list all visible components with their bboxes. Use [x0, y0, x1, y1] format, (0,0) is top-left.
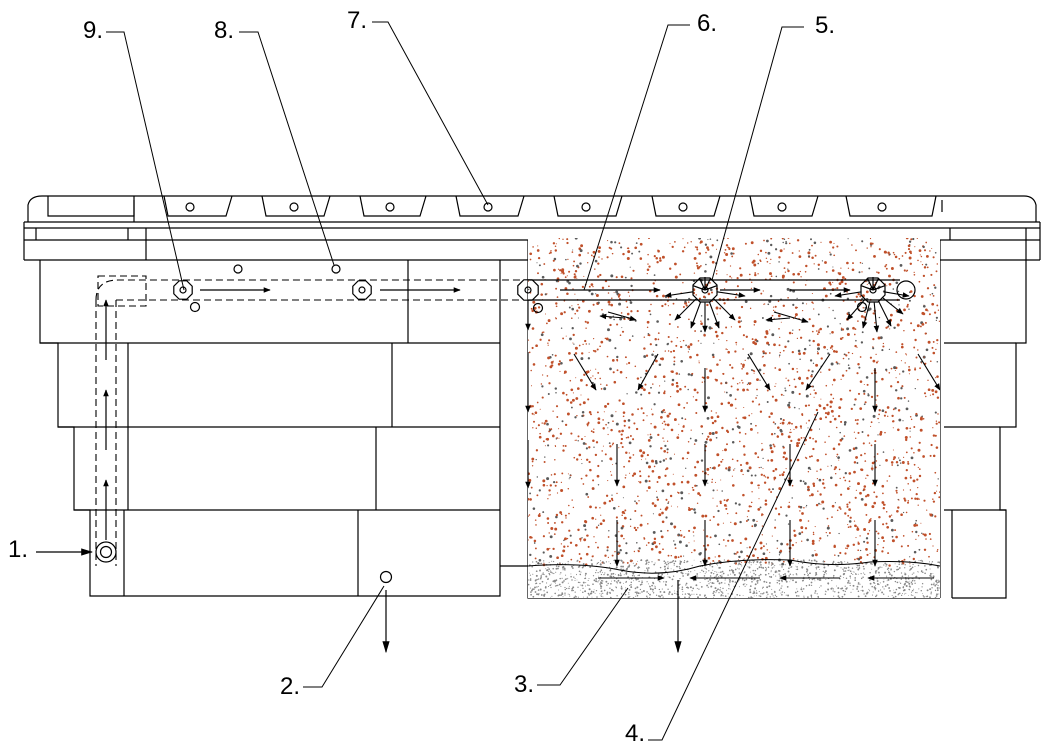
nozzle-spoke [698, 277, 706, 291]
leader-lines [106, 21, 819, 741]
nozzle-icon [692, 277, 718, 303]
spray-arrow [765, 316, 791, 323]
nozzle-drop [532, 302, 544, 314]
distribution-pipe [528, 279, 916, 301]
nozzle-body [173, 280, 193, 300]
nozzle-spoke [866, 277, 874, 291]
nozzle-center [524, 286, 532, 294]
spray-arrow [873, 302, 880, 333]
nozzle-drop [189, 301, 201, 313]
nozzle-body [517, 279, 539, 301]
leader-2 [303, 585, 385, 688]
flow-arrow [917, 353, 941, 391]
nozzle-body [860, 277, 886, 303]
inlet-riser-pipe [95, 275, 520, 566]
spray-arrow [674, 298, 697, 321]
callout-8: 8. [214, 17, 235, 44]
leader-7 [372, 21, 489, 206]
lid-hole [483, 202, 493, 212]
nozzle-icon [517, 279, 539, 301]
spray-arrow [881, 296, 904, 315]
upper-outlet-left [233, 264, 243, 274]
spray-arrow [861, 301, 871, 329]
nozzle-spoke [704, 277, 712, 291]
upper-outlet-8 [331, 264, 341, 274]
leader-5 [711, 26, 804, 281]
spray-arrow [690, 301, 702, 329]
callout-4: 4. [625, 720, 646, 747]
nozzle-icon [860, 277, 886, 303]
callout-2: 2. [280, 673, 301, 700]
lid-hole [289, 202, 299, 212]
spray-arrow [716, 291, 746, 298]
flow-arrow [573, 353, 597, 391]
nozzle-spoke [872, 285, 886, 291]
nozzle-icon [352, 280, 372, 300]
lid-hole [385, 202, 395, 212]
inlet-fitting [95, 541, 117, 563]
nozzle-spoke [704, 285, 718, 291]
filter-media [528, 238, 940, 598]
spray-arrow [599, 313, 626, 320]
spray-arrow [708, 301, 720, 329]
lid-hole [581, 202, 591, 212]
callout-1: 1. [8, 536, 29, 563]
spray-arrow [664, 291, 694, 298]
nozzle-spoke [872, 277, 880, 291]
callout-6: 6. [697, 10, 718, 37]
leader-3 [537, 587, 629, 686]
cover-notches [47, 195, 937, 217]
flow-arrow [747, 353, 771, 391]
spray-arrow [883, 291, 910, 298]
nozzle-center [358, 286, 366, 294]
nozzle-body [692, 277, 718, 303]
flow-arrow [805, 353, 831, 391]
spray-arrow [607, 311, 637, 321]
media-flow-arrows [525, 291, 941, 654]
nozzle-spoke [692, 285, 706, 291]
spray-arrow [877, 300, 892, 327]
spray-arrow [713, 298, 736, 321]
leader-4 [648, 411, 819, 741]
leader-6 [583, 24, 690, 291]
spray-arrow [846, 298, 866, 321]
callout-9: 9. [83, 17, 104, 44]
lid-hole [877, 202, 887, 212]
flow-arrow [637, 353, 659, 391]
lid-hole [185, 202, 195, 212]
nozzle-body [352, 280, 372, 300]
drain-outlet [379, 570, 393, 584]
lid-hole [678, 202, 688, 212]
callout-5: 5. [815, 12, 836, 39]
leader-8 [239, 31, 335, 266]
spray-arrow [773, 311, 809, 323]
leader-9 [106, 31, 185, 291]
cover-lid [23, 195, 1041, 261]
left-chamber [39, 260, 528, 597]
lid-hole [777, 202, 787, 212]
callout-7: 7. [347, 7, 368, 34]
nozzle-spoke [860, 285, 874, 291]
lid-holes [185, 202, 887, 212]
nozzles [173, 277, 886, 314]
callout-3: 3. [514, 671, 535, 698]
spray-arrow [834, 291, 862, 298]
